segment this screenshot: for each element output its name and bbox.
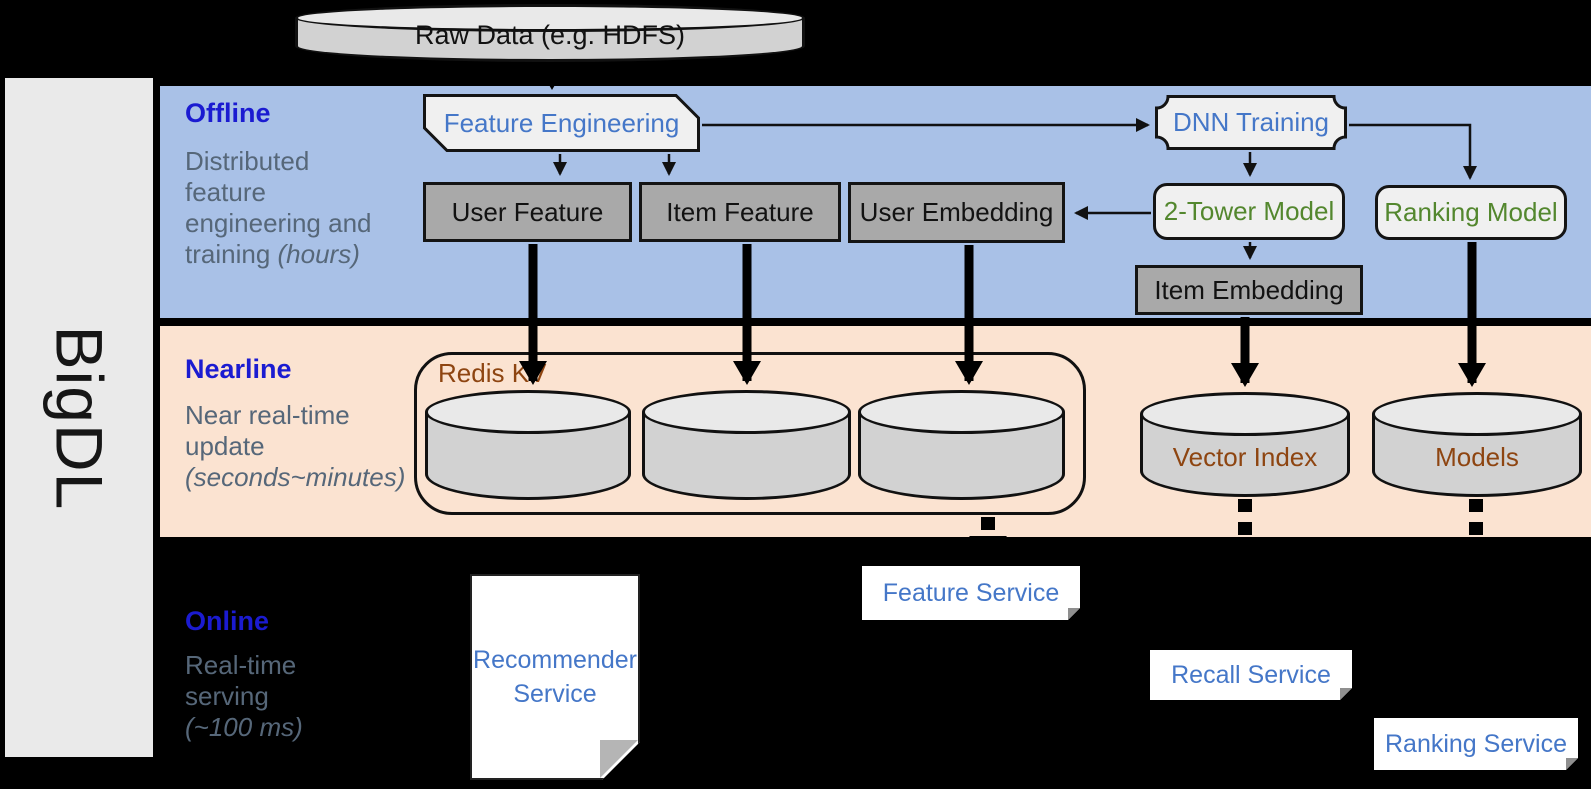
- cylinder-top: [858, 390, 1065, 434]
- online-title: Online: [185, 606, 270, 636]
- cylinder-top: [295, 4, 805, 32]
- folded-corner-icon: [1340, 688, 1352, 700]
- recall-service-label: Recall Service: [1171, 660, 1331, 689]
- models-store: Models: [1372, 392, 1582, 497]
- item-feature-node: Item Feature: [639, 182, 841, 242]
- offline-title: Offline: [185, 98, 271, 128]
- cylinder-top: [1140, 392, 1350, 436]
- offline-desc-line4: training: [185, 239, 278, 269]
- two-tower-model-label: 2-Tower Model: [1163, 196, 1335, 226]
- bigdl-sidebar: BigDL: [5, 78, 153, 757]
- ranking-service-label: Ranking Service: [1384, 729, 1568, 758]
- folded-corner-icon: [1566, 758, 1578, 770]
- nearline-title: Nearline: [185, 354, 292, 384]
- kv-store-cylinder-1: [425, 390, 631, 500]
- cylinder-top: [642, 390, 851, 434]
- nearline-desc-line3-italic: (seconds~minutes): [185, 462, 406, 492]
- kv-store-cylinder-2: [642, 390, 851, 500]
- offline-description: Distributed feature engineering and trai…: [185, 146, 372, 270]
- feature-engineering-node: Feature Engineering: [423, 94, 700, 152]
- ranking-service-node: Ranking Service: [1374, 718, 1578, 770]
- dashed-arrowhead-redis-to-feature-service: [969, 536, 1007, 558]
- recommender-service-label-line1: Recommender: [473, 646, 637, 674]
- cylinder-top: [425, 390, 631, 434]
- ranking-model-node: Ranking Model: [1375, 185, 1567, 240]
- user-embedding-node: User Embedding: [848, 182, 1065, 243]
- raw-data-label: Raw Data (e.g. HDFS): [414, 20, 686, 50]
- feature-service-label: Feature Service: [882, 578, 1060, 607]
- nearline-description: Near real-time update (seconds~minutes): [185, 400, 405, 493]
- nearline-desc-line2: update: [185, 431, 265, 461]
- offline-desc-line2: feature: [185, 177, 266, 207]
- nearline-desc-line1: Near real-time: [185, 400, 350, 430]
- item-feature-label: Item Feature: [666, 196, 814, 227]
- vector-index-label: Vector Index: [1172, 442, 1318, 472]
- online-desc-line2: serving: [185, 681, 269, 711]
- offline-desc-line4-italic: (hours): [277, 239, 360, 269]
- snip-corner-shape: [423, 94, 700, 152]
- models-label: Models: [1435, 442, 1519, 472]
- feature-service-node: Feature Service: [862, 566, 1080, 620]
- folded-corner-icon: [600, 740, 638, 778]
- recall-service-node: Recall Service: [1150, 650, 1352, 700]
- recommender-service-label-line2: Service: [513, 680, 597, 708]
- redis-kv-label: Redis KV: [438, 358, 547, 388]
- user-feature-label: User Feature: [451, 196, 604, 227]
- item-embedding-label: Item Embedding: [1154, 274, 1344, 305]
- vector-index-store: Vector Index: [1140, 392, 1350, 497]
- online-desc-line3-italic: (~100 ms): [185, 712, 303, 742]
- recommender-service-node: Recommender Service: [470, 574, 640, 780]
- two-tower-model-node: 2-Tower Model: [1153, 183, 1345, 240]
- offline-desc-line1: Distributed: [185, 146, 310, 176]
- item-embedding-node: Item Embedding: [1135, 265, 1363, 315]
- online-desc-line1: Real-time: [185, 650, 297, 680]
- dnn-training-node: DNN Training: [1155, 95, 1347, 150]
- ranking-model-label: Ranking Model: [1384, 197, 1558, 227]
- feature-engineering-label: Feature Engineering: [443, 107, 680, 138]
- user-feature-node: User Feature: [423, 182, 632, 242]
- raw-data-store: Raw Data (e.g. HDFS): [295, 4, 805, 62]
- online-description: Real-time serving (~100 ms): [185, 650, 303, 743]
- kv-store-cylinder-3: [858, 390, 1065, 500]
- offline-desc-line3: engineering and: [185, 208, 372, 238]
- bigdl-logo-text: BigDL: [42, 325, 117, 510]
- user-embedding-label: User Embedding: [859, 197, 1054, 227]
- dnn-training-label: DNN Training: [1172, 107, 1330, 137]
- plaque-shape: [1155, 95, 1347, 150]
- folded-corner-icon: [1068, 608, 1080, 620]
- cylinder-top: [1372, 392, 1582, 436]
